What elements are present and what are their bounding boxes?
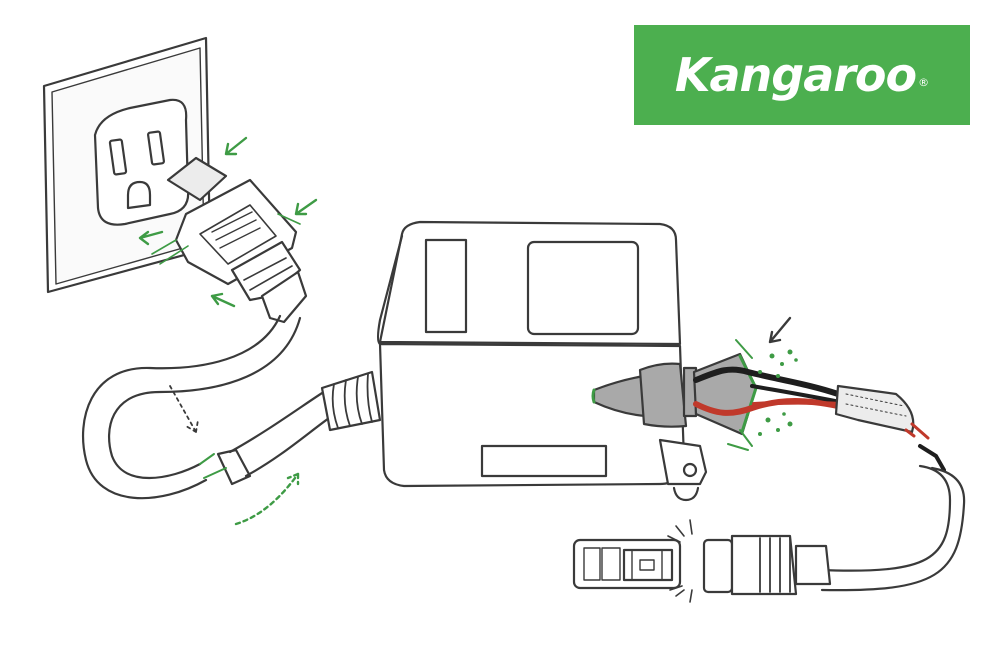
registered-mark: ® (918, 75, 930, 89)
wall-outlet (42, 36, 212, 294)
two-prong-plug (166, 156, 308, 324)
barrel-plug (702, 534, 832, 596)
brand-logo-text: Kangaroo (674, 48, 917, 102)
inspection-arrows (138, 136, 792, 526)
adapter-body (376, 220, 708, 502)
detached-connector (572, 519, 693, 603)
cord-strain-relief (320, 370, 382, 432)
exposed-wires (693, 366, 844, 416)
power-cord (82, 314, 344, 500)
frayed-cable (818, 384, 966, 592)
brand-logo-box: Kangaroo ® (634, 25, 970, 125)
spark-dots (758, 349, 798, 436)
